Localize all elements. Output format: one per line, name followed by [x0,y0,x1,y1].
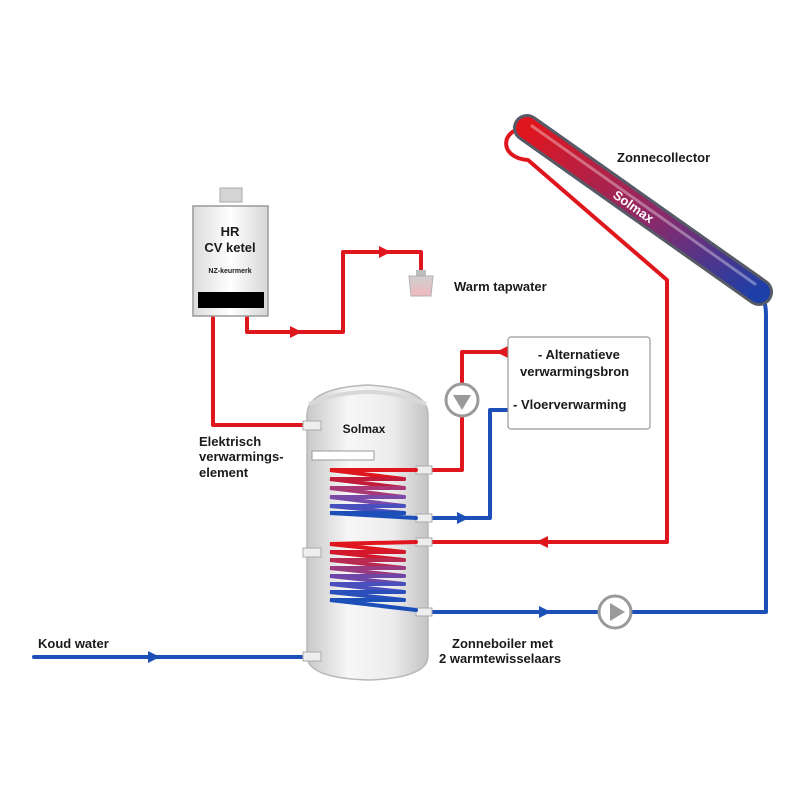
flow-arrows [148,246,551,663]
pipe-boiler-to-tank [211,312,309,427]
label-koud-water: Koud water [38,636,109,651]
arrow-collector-supply [539,606,551,618]
upper-heat-exchanger [329,468,418,520]
label-warm-tapwater: Warm tapwater [454,279,547,294]
pipe-boiler-to-tap [245,250,423,334]
arrow-tap [290,326,302,338]
arrow-cold-water [148,651,160,663]
solar-tank: Solmax [302,384,433,681]
boiler-display [198,292,264,308]
label-vloer: - Vloerverwarming [513,397,626,412]
solar-collector: Solmax [513,114,773,306]
electric-element [311,450,375,461]
boiler-line1: HR [221,224,240,239]
arrow-collector-return [536,536,548,548]
arrow-alt [496,346,508,358]
boiler-line2: CV ketel [204,240,255,255]
label-alt-line2: verwarmingsbron [520,364,629,379]
label-alt-line1: - Alternatieve [538,347,620,362]
pump-alt-icon [444,382,480,418]
label-elektrisch-3: element [199,465,249,480]
boiler-line3: NZ-keurmerk [208,268,251,275]
label-zonnecollector: Zonnecollector [617,150,710,165]
lower-heat-exchanger [329,540,418,612]
tank-brand: Solmax [343,422,386,436]
pump-solar-icon [597,594,633,630]
arrow-floor [457,512,469,524]
heating-sources-box [507,336,651,430]
label-elektrisch-1: Elektrisch [199,434,261,449]
tap-icon [408,270,434,297]
label-zonneboiler-1: Zonneboiler met [452,636,554,651]
pipe-floor-heating [426,408,510,520]
label-zonneboiler-2: 2 warmtewisselaars [439,651,561,666]
label-elektrisch-2: verwarmings- [199,449,284,464]
arrow-tap-up [379,246,391,258]
cv-boiler: HR CV ketel NZ-keurmerk [192,187,269,317]
